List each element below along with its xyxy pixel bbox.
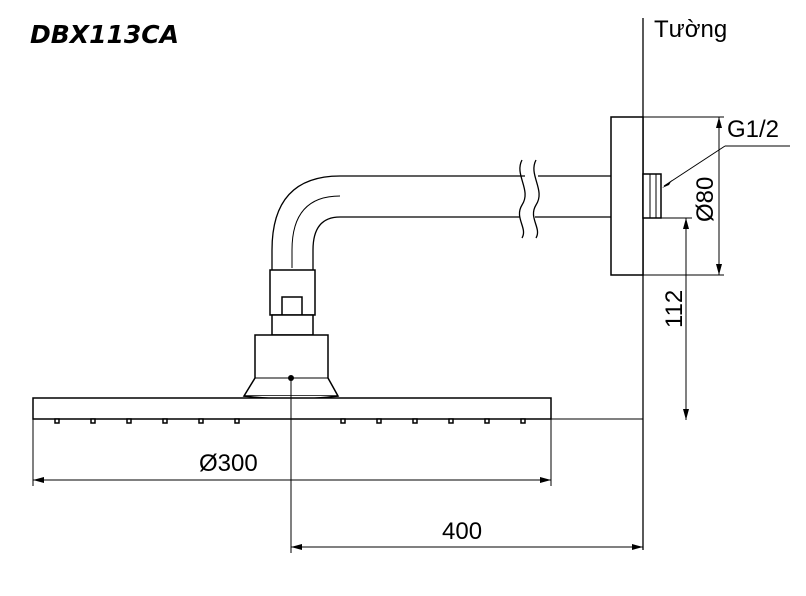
nozzle xyxy=(520,418,526,424)
arm-centerline xyxy=(291,195,341,268)
height-dim-arrow xyxy=(683,218,689,229)
nozzle xyxy=(484,418,490,424)
flange-dim-arrow xyxy=(716,264,722,275)
model-title: DBX113CA xyxy=(30,20,179,49)
arm-length-label: 400 xyxy=(442,518,482,545)
nozzle xyxy=(198,418,204,424)
wall-flange xyxy=(610,116,644,276)
nozzle xyxy=(90,418,96,424)
nozzle xyxy=(234,418,240,424)
height-dim-arrow xyxy=(683,409,689,420)
nozzle xyxy=(126,418,132,424)
thread-connector xyxy=(642,173,662,219)
flange-dim-arrow xyxy=(716,117,722,128)
thread-leader-line xyxy=(663,145,726,187)
nozzle xyxy=(376,418,382,424)
shower-head-plate xyxy=(32,397,552,420)
nozzle xyxy=(162,418,168,424)
nozzle xyxy=(340,418,346,424)
arm-bend-outer xyxy=(271,175,341,270)
arm-length-dim-arrow xyxy=(291,544,302,550)
joint-nut-detail xyxy=(281,296,303,316)
joint-ring xyxy=(271,314,314,336)
arm-length-dim-arrow xyxy=(632,544,643,550)
nozzle xyxy=(54,418,60,424)
head-diameter-label: Ø300 xyxy=(199,450,258,477)
wall-label: Tường xyxy=(654,16,727,43)
nozzle xyxy=(448,418,454,424)
thread-label: G1/2 xyxy=(727,116,779,143)
height-label: 112 xyxy=(661,290,688,328)
break-mark xyxy=(518,159,526,239)
nozzle xyxy=(412,418,418,424)
break-mark xyxy=(532,159,540,239)
thread-leader-arrow xyxy=(662,180,672,188)
arm-bend-inner xyxy=(312,216,341,270)
head-dim-arrow xyxy=(33,477,44,483)
flange-diameter-label: Ø80 xyxy=(692,177,719,222)
head-dim-arrow xyxy=(540,477,551,483)
nozzle-row xyxy=(54,418,526,424)
